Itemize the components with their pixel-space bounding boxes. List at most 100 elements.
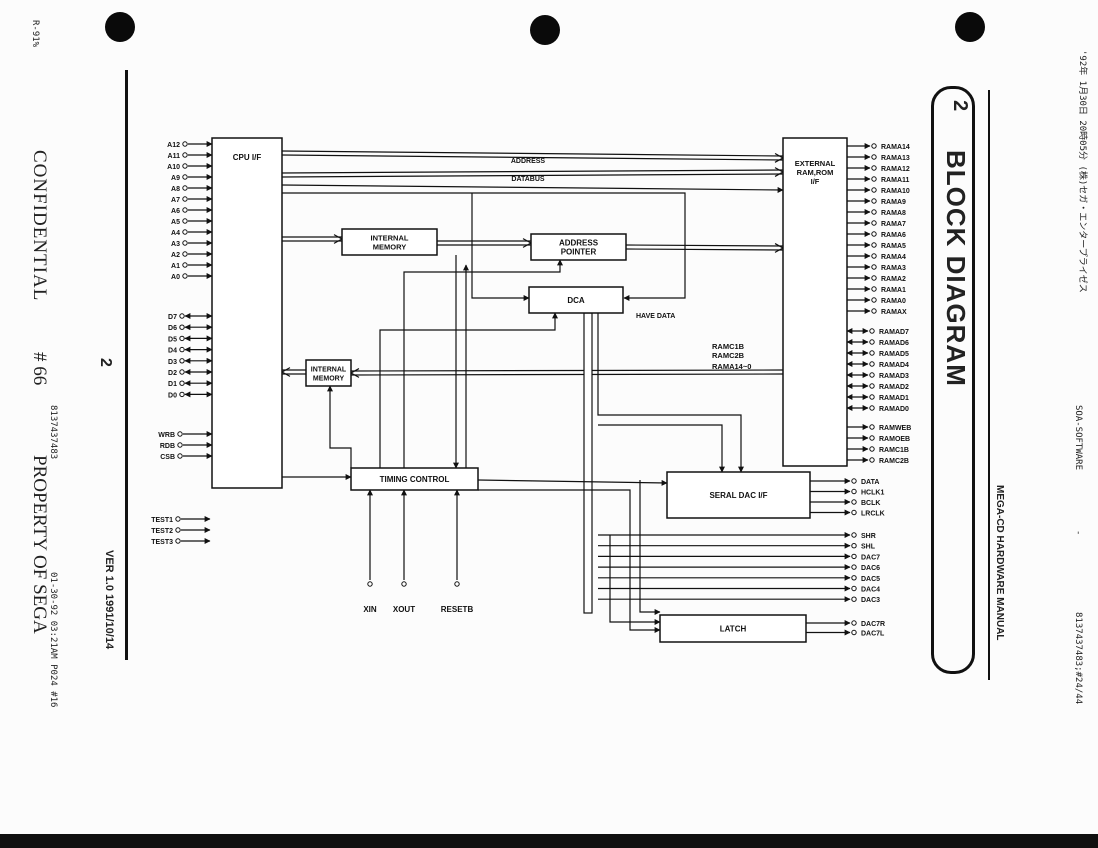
pin-data — [851, 478, 857, 484]
pin-d6 — [179, 324, 185, 330]
pin-a9 — [182, 174, 188, 180]
pin-ramad0 — [869, 405, 875, 411]
pin-ramad3 — [869, 372, 875, 378]
bus-databus-label: DATABUS — [511, 176, 545, 183]
pin-test1 — [175, 516, 181, 522]
pin-rama3 — [871, 264, 877, 270]
pin-d0 — [179, 391, 185, 398]
wire-timing-to-serial-dac — [477, 479, 668, 486]
wire-dac-to-latch — [609, 535, 661, 625]
bus-internal-memory-to-pointer — [437, 238, 533, 248]
pin-xout — [401, 581, 407, 587]
dca-block-label-1: DCA — [567, 296, 585, 305]
pin-dac7 — [851, 553, 857, 560]
pin-ramweb-label: RAMWEB — [879, 425, 911, 432]
pin-hclk1-label: HCLK1 — [861, 490, 884, 497]
pin-dac7l — [851, 629, 857, 636]
pin-rama8 — [871, 209, 877, 215]
wire-internal-memory-left-to-timing — [327, 385, 352, 468]
pin-csb-label: CSB — [160, 454, 175, 461]
pin-a2 — [182, 251, 188, 257]
pin-ramad7-label: RAMAD7 — [879, 329, 909, 336]
pin-shr-label: SHR — [861, 533, 876, 540]
pin-ramc1b — [869, 446, 875, 452]
pin-d4 — [179, 346, 185, 353]
pin-a5 — [182, 218, 188, 224]
pin-d7 — [179, 313, 185, 319]
pin-ramad6 — [869, 339, 875, 345]
pin-rama5 — [871, 242, 877, 248]
pin-rama6 — [871, 231, 877, 237]
ext-ram-rom-if-block — [782, 137, 848, 467]
pin-rama14-label: RAMA14 — [881, 144, 910, 151]
pin-test3 — [175, 538, 181, 544]
pin-a8-label: A8 — [171, 186, 180, 193]
pin-ramad7 — [869, 328, 875, 334]
pin-rama12 — [871, 165, 877, 171]
section-title-frame — [931, 86, 975, 674]
pin-a7 — [182, 196, 188, 202]
pin-rama0 — [871, 297, 877, 303]
pin-a12 — [182, 141, 188, 147]
pin-dac6-label: DAC6 — [861, 565, 880, 572]
pin-resetb-label: RESETB — [441, 605, 474, 614]
pin-rama4-label: RAMA4 — [881, 254, 906, 261]
pin-test2-label: TEST2 — [151, 528, 173, 535]
pin-ramad4-label: RAMAD4 — [879, 362, 909, 369]
pin-dac7r-label: DAC7R — [861, 621, 885, 628]
wire-to-dca — [471, 193, 530, 301]
pin-ramc1b-label: RAMC1B — [879, 447, 909, 454]
pin-a10 — [182, 163, 188, 169]
ramc2b-label: RAMC2B — [712, 351, 745, 360]
pin-rama1-label: RAMA1 — [881, 287, 906, 294]
pin-ramad2-label: RAMAD2 — [879, 384, 909, 391]
pin-d5 — [179, 335, 185, 342]
pin-resetb — [454, 581, 460, 587]
wire-addr-2 — [281, 184, 784, 193]
pin-a4-label: A4 — [171, 230, 180, 237]
punch-hole-right — [955, 12, 985, 42]
internal-memory-top-block-label-2: MEMORY — [373, 243, 406, 252]
pin-rama13 — [871, 154, 877, 160]
pin-ramad6-label: RAMAD6 — [879, 340, 909, 347]
pin-a0-label: A0 — [171, 274, 180, 281]
dca-block — [528, 286, 624, 314]
pin-rama14 — [871, 143, 877, 149]
pin-d1-label: D1 — [168, 381, 177, 388]
pin-ramad5 — [869, 350, 875, 356]
pin-dac4-label: DAC4 — [861, 587, 880, 594]
pin-rama5-label: RAMA5 — [881, 243, 906, 250]
pin-ramweb — [869, 424, 875, 430]
pin-dac7l-label: DAC7L — [861, 631, 885, 638]
pin-a9-label: A9 — [171, 175, 180, 182]
wire-serial-to-latch — [639, 480, 661, 615]
pin-wrb-label: WRB — [158, 432, 175, 439]
pin-d3 — [179, 358, 185, 364]
pin-ramc2b-label: RAMC2B — [879, 458, 909, 465]
pin-rama9-label: RAMA9 — [881, 199, 906, 206]
pin-d7-label: D7 — [168, 314, 177, 321]
pin-dac7-label: DAC7 — [861, 554, 880, 561]
pin-bclk — [851, 499, 857, 505]
latch-block — [659, 614, 807, 643]
pin-a11 — [182, 152, 188, 158]
pin-a7-label: A7 — [171, 197, 180, 204]
address-pointer-block-label-2: POINTER — [561, 248, 597, 257]
pin-a1-label: A1 — [171, 263, 180, 270]
pin-rama4 — [871, 253, 877, 259]
pin-ramc2b — [869, 457, 875, 463]
pin-ramax — [871, 308, 877, 314]
wire-dca-to-serial-dac — [597, 313, 744, 473]
wire-dca-to-serial-dac-2 — [598, 424, 725, 473]
pin-d0-label: D0 — [168, 392, 177, 399]
address-pointer-block — [530, 233, 627, 261]
pin-bclk-label: BCLK — [861, 500, 880, 507]
pin-rama11-label: RAMA11 — [881, 177, 910, 184]
pin-rama13-label: RAMA13 — [881, 155, 910, 162]
ramc1b-label: RAMC1B — [712, 342, 745, 351]
pin-rama10 — [871, 187, 877, 193]
pin-rama9 — [871, 198, 877, 204]
pin-ramad2 — [869, 383, 875, 389]
